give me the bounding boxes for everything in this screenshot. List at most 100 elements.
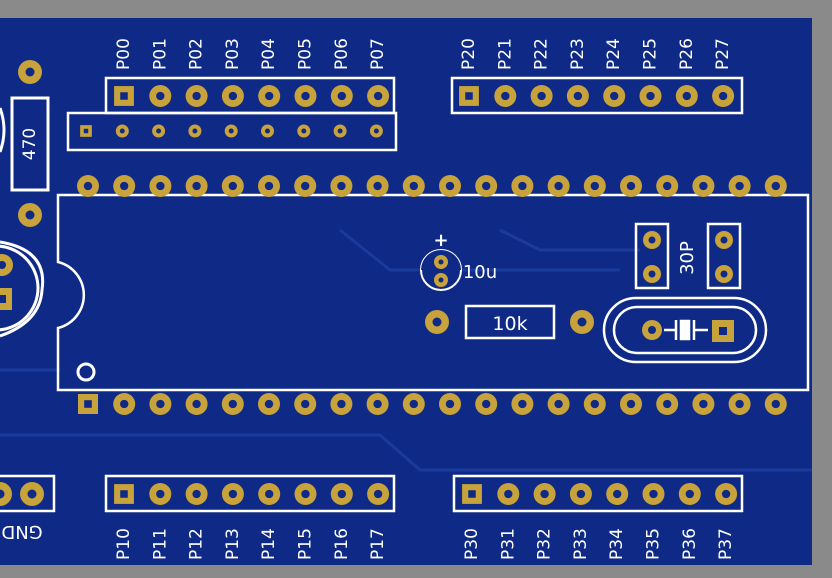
ic-bottom-pin-2-hole [156, 399, 165, 409]
crystal-capacitors: 30P [634, 222, 742, 290]
header-p3-label-6: P36 [680, 528, 700, 560]
header-p1-label-6: P16 [332, 528, 352, 560]
header-p3-label-0: P30 [462, 528, 482, 560]
ic-bottom-pin-14-hole [590, 399, 599, 409]
header-p0-label-6: P06 [332, 38, 352, 70]
ic-top-pin-19-hole [771, 181, 780, 191]
header-p3-pad-1-hole [504, 489, 513, 499]
ic-top-pin-2-hole [156, 181, 165, 191]
ic-bottom-pin-19-hole [771, 399, 780, 409]
header-p0-small-pad-2-hole [156, 128, 162, 134]
crystal-symbol-icon [664, 319, 708, 341]
header-p0-pad-2-hole [192, 91, 201, 101]
left-transistor [0, 240, 45, 338]
header-p1-label-0: P10 [114, 528, 134, 560]
header-p1-label-7: P17 [368, 528, 388, 560]
ic-top-pin-6-hole [301, 181, 310, 191]
header-p0-label-1: P01 [150, 38, 170, 70]
header-p3-label-3: P33 [571, 528, 591, 560]
header-p0-label-7: P07 [368, 38, 388, 70]
left-mounting-pads [18, 60, 42, 227]
header-p3-label-5: P35 [644, 528, 664, 560]
ic-top-pin-16-hole [663, 181, 672, 191]
header-p2-pad-6-hole [682, 91, 691, 101]
ic-bottom-pin-4-hole [228, 399, 237, 409]
header-p0-label-0: P00 [114, 38, 134, 70]
ic-top-pin-12-hole [518, 181, 527, 191]
header-p2-pad-7-hole [718, 91, 728, 101]
header-p2-pad-2-hole [537, 91, 546, 101]
header-p2-label-1: P21 [495, 38, 515, 70]
header-p1-pad-5-hole [301, 489, 310, 499]
ic-top-pin-17-hole [699, 181, 708, 191]
header-p2-label-4: P24 [604, 38, 624, 70]
header-p2-pad-5-hole [646, 91, 655, 101]
header-p1-outline [104, 474, 396, 513]
header-p1-pad-2-hole [192, 489, 201, 499]
header-p3-label-2: P32 [535, 528, 555, 560]
resistor-10k: 10k [425, 304, 594, 340]
resistor-470-label: 470 [20, 128, 40, 160]
ic-top-pin-10-hole [445, 181, 455, 191]
header-p0-label-3: P03 [223, 38, 243, 70]
ic-bottom-pin-5-hole [264, 399, 274, 409]
ic-bottom-pin-3-hole [192, 399, 201, 409]
ic-top-pin-13-hole [554, 181, 563, 191]
header-p2-label-7: P27 [713, 38, 733, 70]
copper-traces [0, 228, 812, 472]
ic-top-pin-4-hole [228, 181, 237, 191]
ic-bottom-pin-6-hole [301, 399, 310, 409]
header-p3-label-4: P34 [607, 528, 627, 560]
header-p0-label-2: P02 [187, 38, 207, 70]
header-p0-label-4: P04 [259, 38, 279, 70]
ic-bottom-pin-13-hole [554, 399, 563, 409]
header-p3-pad-5-hole [649, 489, 658, 499]
ic-bottom-pin-18-hole [735, 399, 744, 409]
header-p1-label-2: P12 [187, 528, 207, 560]
header-p3-pad-2-hole [540, 489, 549, 499]
ic-pin1-marker [76, 362, 96, 382]
header-p3-pad-7-hole [721, 489, 731, 499]
header-p1-pad-0-hole [120, 490, 128, 498]
ic-top-pin-7-hole [337, 181, 346, 191]
header-p2-label-3: P23 [568, 38, 588, 70]
header-p1-pad-6-hole [337, 489, 346, 499]
header-p0-small-pad-6-hole [301, 128, 307, 134]
header-p3-outline [452, 474, 744, 513]
ic-bottom-pin-15-hole [626, 399, 636, 409]
header-p1-label-5: P15 [296, 528, 316, 560]
header-p0-pad-4-hole [265, 91, 274, 101]
header-p2-pad-4-hole [610, 91, 619, 101]
header-p0-small-pad-1-hole [119, 128, 125, 134]
ic-top-pin-14-hole [590, 181, 599, 191]
header-p3-pad-0-hole [468, 490, 476, 498]
header-p0-pad-3-hole [228, 91, 238, 101]
header-p2-pad-1-hole [501, 91, 510, 101]
header-p0-label-5: P05 [296, 38, 316, 70]
header-p1-label-3: P13 [223, 528, 243, 560]
header-p3-pad-4-hole [613, 489, 622, 499]
ic-bottom-pin-10-hole [445, 399, 455, 409]
board-substrate [0, 18, 812, 565]
ic-bottom-pin-7-hole [337, 399, 346, 409]
pads-layer [77, 85, 787, 505]
crystal-oscillator [602, 296, 768, 364]
header-p2-pad-0-hole [465, 92, 473, 100]
ic-top-pin-8-hole [373, 181, 382, 191]
ic-top-pin-0-hole [83, 181, 93, 191]
header-p2-label-0: P20 [459, 38, 479, 70]
header-p3-label-1: P31 [498, 528, 518, 560]
header-p3-label-7: P37 [716, 528, 736, 560]
ic-bottom-pin-8-hole [373, 399, 382, 409]
header-p0-pad-7-hole [373, 91, 383, 101]
ic-top-pin-18-hole [735, 181, 744, 191]
header-p0-pad-0-hole [120, 92, 128, 100]
ic-top-pin-3-hole [192, 181, 201, 191]
ic-footprint [56, 193, 810, 392]
header-p2-label-5: P25 [641, 38, 661, 70]
header-p0-small-pad-0-hole [83, 128, 89, 134]
ic-top-pin-1-hole [120, 181, 129, 191]
capacitor-30p-label: 30P [677, 241, 698, 275]
